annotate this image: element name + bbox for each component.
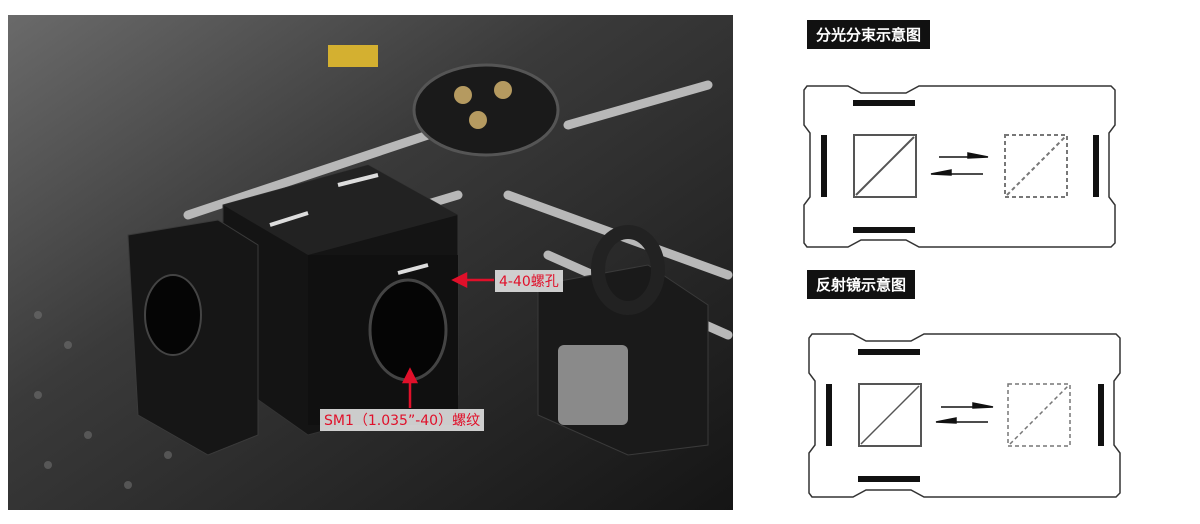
dashed-mirror-icon [1007,383,1071,447]
hole-annotation-label: 4-40螺孔 [495,270,563,292]
thread-annotation-label: SM1（1.035”-40）螺纹 [320,409,485,431]
swap-arrows-icon [930,152,989,176]
mirror-diagram-title: 反射镜示意图 [807,270,916,299]
dashed-cube-icon [1004,134,1068,198]
swap-arrows-icon [935,402,994,424]
annotation-arrows [401,271,494,408]
solid-mirror-icon [858,383,922,447]
beam-split-diagram [803,85,1116,248]
beam-split-diagram-title: 分光分束示意图 [807,20,931,49]
solid-cube-icon [853,134,917,198]
product-photo [8,15,733,510]
mirror-diagram [808,333,1121,498]
